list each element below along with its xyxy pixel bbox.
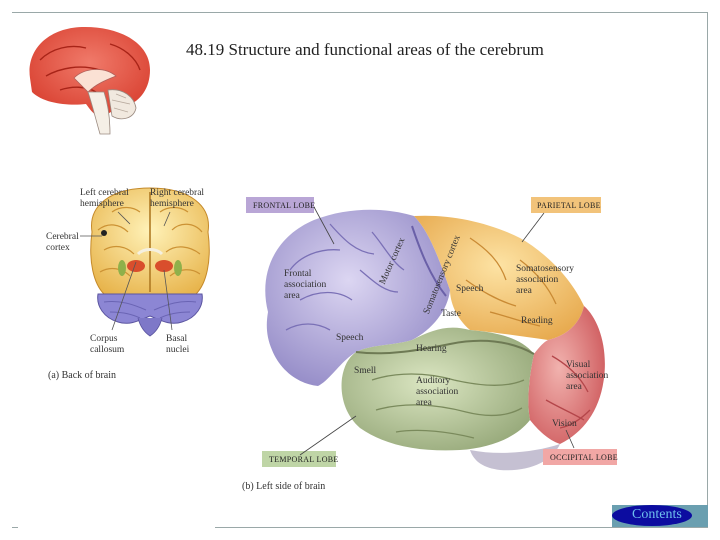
back-view-brain <box>90 187 210 337</box>
label-taste: Taste <box>441 309 461 319</box>
caption-back-of-brain: (a) Back of brain <box>48 370 117 381</box>
label-reading: Reading <box>521 316 553 326</box>
label-speech-upper: Speech <box>456 284 484 294</box>
side-view-brain <box>265 209 605 471</box>
frame-top-line <box>12 12 708 13</box>
caption-left-side-of-brain: (b) Left side of brain <box>242 481 326 492</box>
frontal-lobe-box <box>246 197 314 213</box>
label-hearing: Hearing <box>416 344 447 354</box>
label-frontal-lobe: FRONTAL LOBE <box>253 201 316 210</box>
label-speech-lower: Speech <box>336 333 364 343</box>
label-vision: Vision <box>552 419 577 429</box>
temporal-lobe-box <box>262 451 336 467</box>
label-smell: Smell <box>354 366 377 376</box>
contents-button-pill[interactable] <box>612 505 692 526</box>
label-occipital-lobe: OCCIPITAL LOBE <box>550 453 618 462</box>
side-view-leaders <box>299 206 575 456</box>
parietal-lobe-box <box>531 197 601 213</box>
label-temporal-lobe: TEMPORAL LOBE <box>269 455 339 464</box>
contents-button-label[interactable]: Contents <box>632 507 682 522</box>
back-view-leaders <box>80 211 173 331</box>
frame-corner-mark <box>12 527 18 528</box>
label-parietal-lobe: PARIETAL LOBE <box>537 201 601 210</box>
slide-title: 48.19 Structure and functional areas of … <box>186 40 544 59</box>
frame-right-line <box>707 12 708 528</box>
frame-bottom-line <box>215 527 708 528</box>
occipital-lobe-box <box>543 449 617 465</box>
mini-brain-icon <box>29 26 150 135</box>
